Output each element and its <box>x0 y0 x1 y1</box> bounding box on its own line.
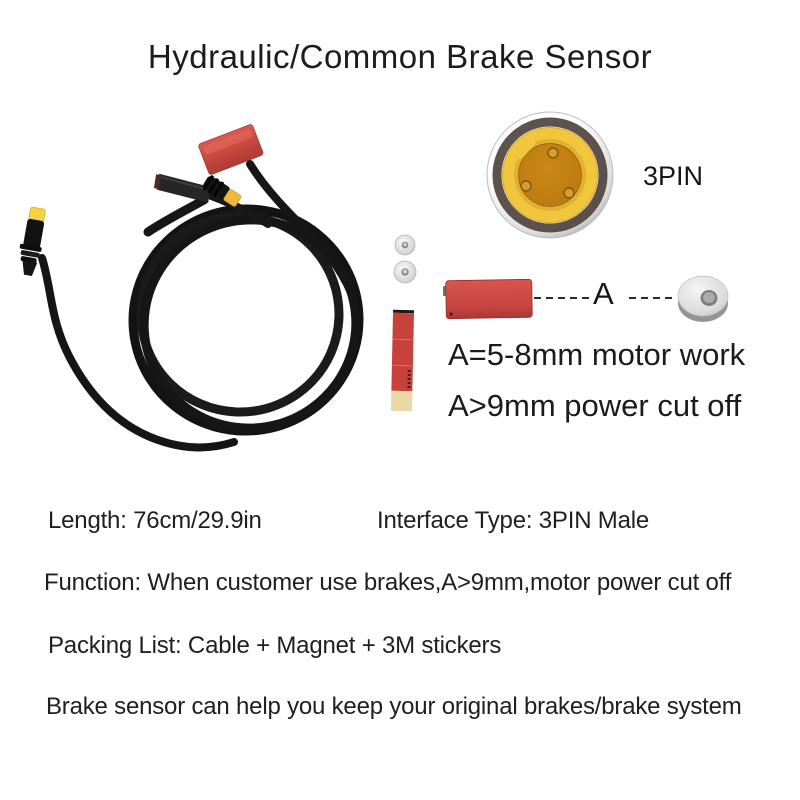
gap-distance-label: A <box>593 276 614 311</box>
connector-yellow-tip <box>223 189 242 207</box>
cable-tail <box>38 254 238 452</box>
gap-rule-power-cut: A>9mm power cut off <box>448 388 742 423</box>
spec-length: Length: 76cm/29.9in <box>48 507 262 534</box>
spec-note: Brake sensor can help you keep your orig… <box>46 693 742 720</box>
pin-count-label: 3PIN <box>643 161 704 191</box>
gap-dash-right <box>629 297 677 299</box>
sensor-block-figure <box>443 278 533 320</box>
cable-coil <box>38 160 364 452</box>
washer-icon <box>393 260 417 284</box>
connector-pins <box>520 147 575 199</box>
connector-body <box>23 218 45 249</box>
yellow-tip-connector-left <box>19 206 46 276</box>
page-title: Hydraulic/Common Brake Sensor <box>147 38 653 75</box>
gap-dash-left <box>534 297 589 299</box>
brake-sensor-cable-figure <box>19 124 364 452</box>
3m-sticker-strip <box>390 309 415 412</box>
flat-black-connector <box>153 173 210 203</box>
keyway-notch <box>512 134 536 159</box>
spec-packing-list: Packing List: Cable + Magnet + 3M sticke… <box>48 632 502 659</box>
spec-function: Function: When customer use brakes,A>9mm… <box>44 569 732 596</box>
gap-rule-motor-work: A=5-8mm motor work <box>448 337 746 372</box>
ring-magnet-figure <box>677 275 729 322</box>
washer-icon <box>394 234 416 256</box>
shell-shadow-ring <box>492 117 608 233</box>
cable-sensor-red-sticker <box>198 124 264 175</box>
round-connector-lead <box>143 195 209 237</box>
sensor-body <box>445 278 533 320</box>
sticker-backing <box>390 390 413 412</box>
sensor-lead <box>246 160 358 304</box>
flat-connector-lead <box>202 190 272 228</box>
3pin-connector-figure <box>486 111 614 239</box>
spec-interface-type: Interface Type: 3PIN Male <box>377 507 650 534</box>
washers-figure <box>393 234 417 284</box>
sticker-print-marks <box>407 370 411 389</box>
yellow-tip-connector-mid <box>202 174 242 207</box>
